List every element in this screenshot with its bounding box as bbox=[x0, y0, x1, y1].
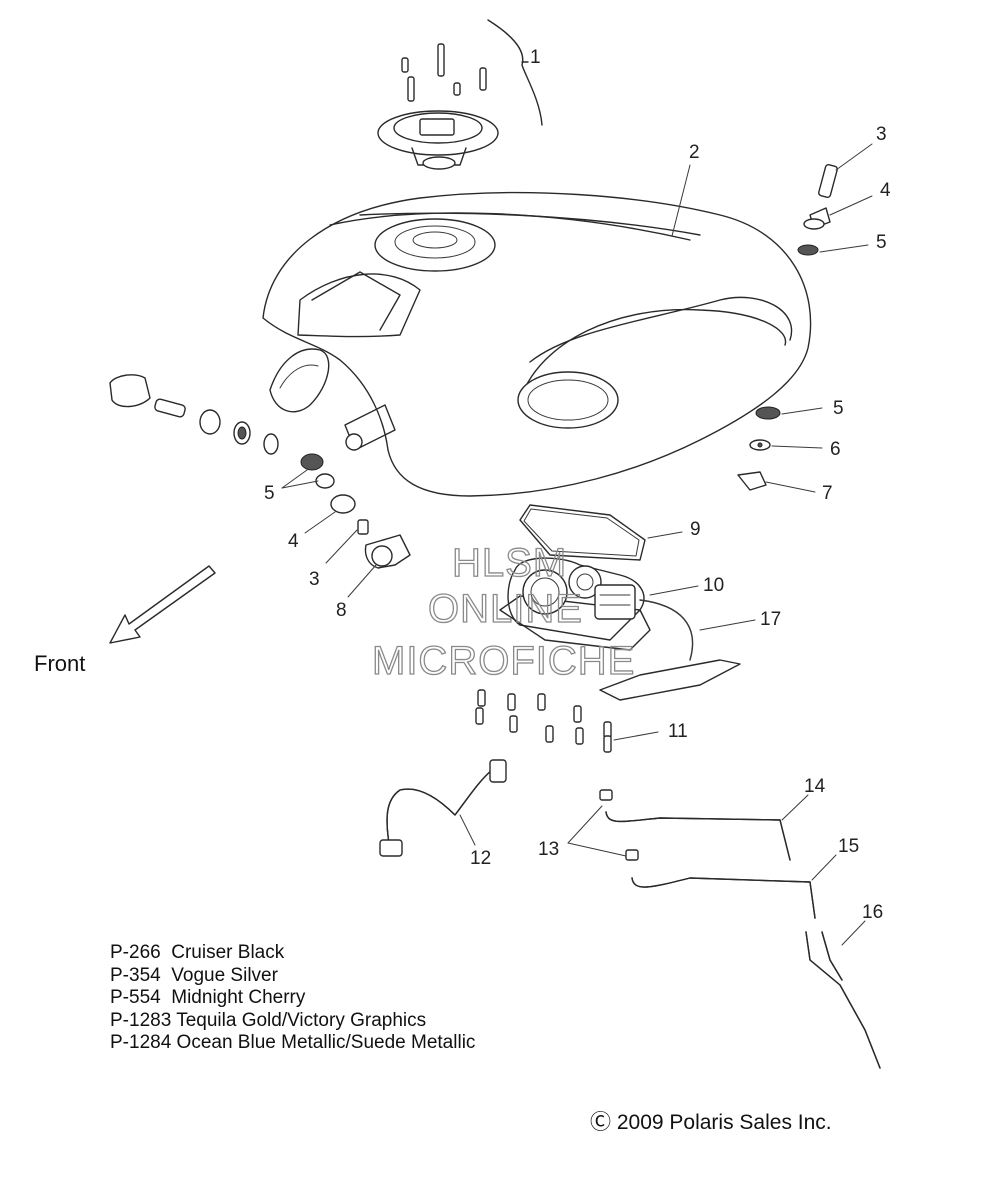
vent-hose bbox=[379, 759, 507, 857]
copyright-notice: Ⓒ 2009 Polaris Sales Inc. bbox=[590, 1111, 832, 1134]
callout-1: 1 bbox=[530, 47, 541, 68]
legend-row: P-266 Cruiser Black bbox=[110, 942, 285, 963]
callout-labels: 1 2 3 4 5 5 6 7 5 4 3 8 9 10 17 11 12 13… bbox=[264, 47, 891, 923]
legend-row: P-354 Vogue Silver bbox=[110, 964, 278, 986]
callout-11: 11 bbox=[668, 721, 688, 742]
callout-14: 14 bbox=[804, 776, 826, 797]
watermark-line-1: HLSM bbox=[452, 541, 567, 585]
callout-15: 15 bbox=[838, 836, 859, 857]
hardware-right-top bbox=[797, 143, 873, 256]
callout-4: 4 bbox=[288, 531, 299, 552]
tubes bbox=[567, 789, 881, 1069]
screws bbox=[475, 689, 612, 753]
fuel-cap-assembly bbox=[377, 19, 543, 170]
legend-row: P-1283 Tequila Gold/Victory Graphics bbox=[110, 1009, 427, 1031]
left-mount-stack bbox=[109, 374, 411, 598]
callout-17: 17 bbox=[760, 609, 781, 630]
watermark-line-2: ONLINE bbox=[428, 587, 583, 631]
color-code-legend: P-266 Cruiser Black P-354 Vogue Silver P… bbox=[110, 942, 475, 1055]
callout-16: 16 bbox=[862, 902, 883, 923]
hardware-right-middle bbox=[737, 406, 823, 493]
callout-2: 2 bbox=[689, 142, 700, 163]
legend-row: P-1284 Ocean Blue Metallic/Suede Metalli… bbox=[110, 1032, 476, 1053]
fuel-pump bbox=[499, 557, 756, 701]
callout-5: 5 bbox=[833, 398, 844, 419]
callout-10: 10 bbox=[703, 575, 724, 596]
callout-6: 6 bbox=[830, 439, 841, 460]
callout-7: 7 bbox=[822, 483, 833, 504]
front-arrow bbox=[109, 565, 216, 644]
watermark: HLSM ONLINE MICROFICHE bbox=[371, 540, 635, 683]
callout-3: 3 bbox=[876, 124, 887, 145]
callout-9: 9 bbox=[690, 519, 701, 540]
callout-8: 8 bbox=[336, 600, 347, 621]
front-label: Front bbox=[34, 651, 85, 676]
callout-3: 3 bbox=[309, 569, 320, 590]
gasket bbox=[519, 504, 683, 561]
legend-row: P-554 Midnight Cherry bbox=[110, 987, 306, 1008]
fuel-tank bbox=[262, 191, 812, 497]
callout-5: 5 bbox=[876, 232, 887, 253]
callout-12: 12 bbox=[470, 848, 491, 869]
callout-5: 5 bbox=[264, 483, 275, 504]
callout-4: 4 bbox=[880, 180, 891, 201]
callout-13: 13 bbox=[538, 839, 559, 860]
watermark-line-3: MICROFICHE bbox=[372, 639, 635, 683]
